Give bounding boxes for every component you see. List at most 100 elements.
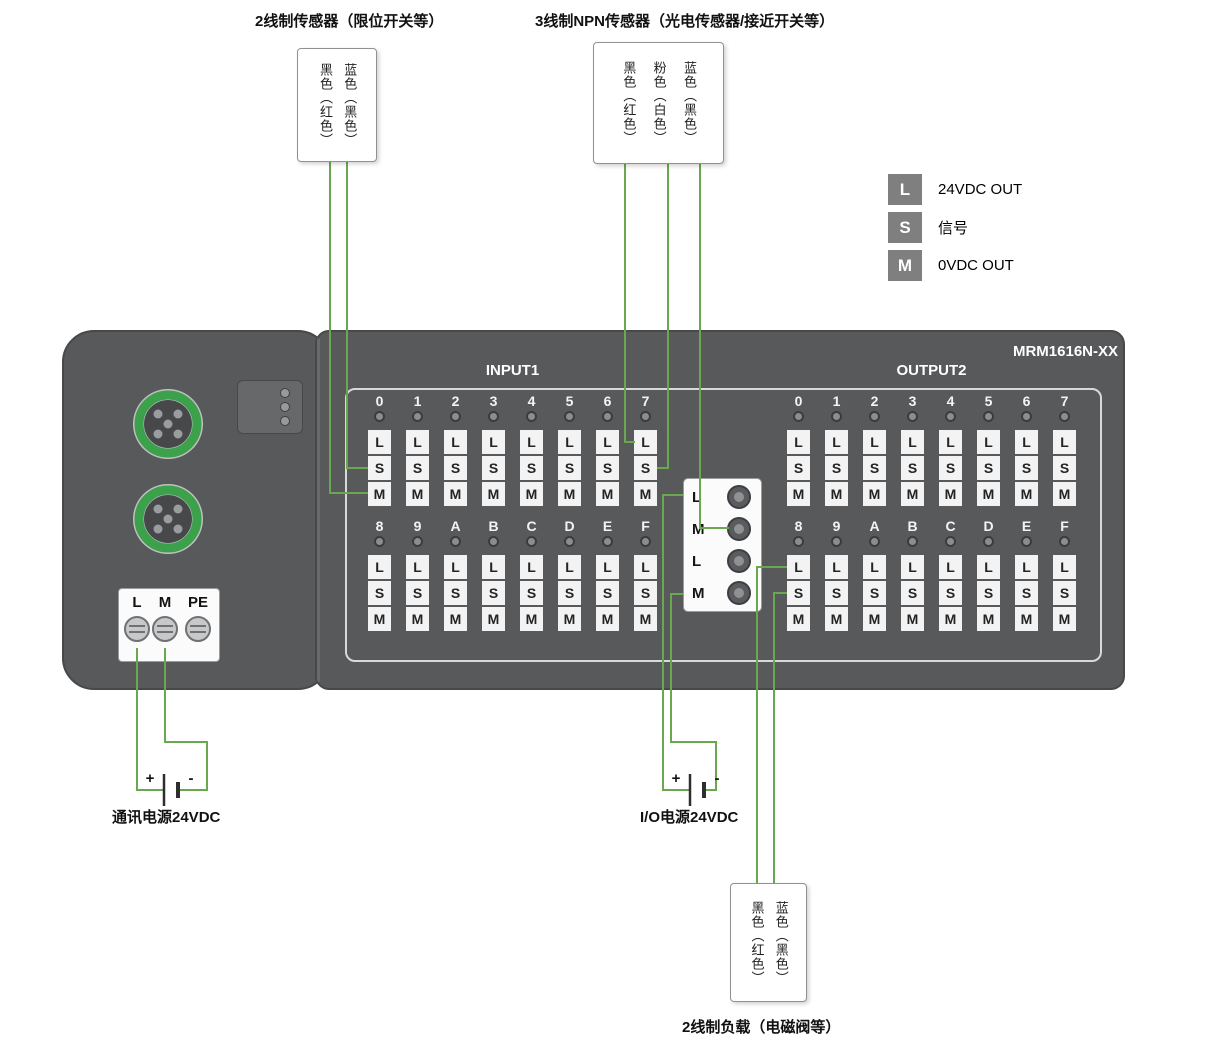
terminal-L: L — [787, 430, 810, 454]
load-title: 2线制负载（电磁阀等） — [682, 1019, 841, 1036]
terminal-L: L — [901, 430, 924, 454]
terminal-S: S — [368, 581, 391, 605]
channel-led-indicator — [564, 411, 575, 422]
terminal-L: L — [977, 555, 1000, 579]
m12-connector-top — [133, 389, 203, 459]
channel-label: 9 — [832, 518, 841, 534]
terminal-L: L — [787, 555, 810, 579]
channel-label: 7 — [641, 393, 650, 409]
channel-label: A — [869, 518, 880, 534]
terminal-L: L — [482, 430, 505, 454]
terminal-M: M — [977, 482, 1000, 506]
power-connector-label-L: L — [692, 488, 702, 506]
terminal-M: M — [596, 482, 619, 506]
terminal-L: L — [863, 430, 886, 454]
terminal-M: M — [520, 482, 543, 506]
channel-label: E — [1021, 518, 1032, 534]
legend-row-L: L 24VDC OUT — [888, 174, 1022, 205]
terminal-L: L — [977, 430, 1000, 454]
terminal-S: S — [939, 456, 962, 480]
channel-label: 7 — [1060, 393, 1069, 409]
channel-led-indicator — [1059, 536, 1070, 547]
sensor2-wire-colors-box: 黑色（红色） 蓝色（黑色） — [297, 48, 377, 162]
channel-label: 3 — [908, 393, 917, 409]
housing-seam — [317, 338, 320, 682]
sensor3-title: 3线制NPN传感器（光电传感器/接近开关等） — [535, 13, 835, 30]
legend-key-L: L — [888, 174, 922, 205]
channel-label: E — [602, 518, 613, 534]
wire-color-label: 黑色（红色） — [318, 63, 333, 147]
terminal-S: S — [787, 581, 810, 605]
comm-power-terminal-block: L M PE — [118, 588, 220, 662]
legend-text-S: 信号 — [938, 220, 969, 237]
terminal-S: S — [444, 581, 467, 605]
terminal-L: L — [939, 555, 962, 579]
terminal-L: L — [444, 555, 467, 579]
power-connector-label-M: M — [692, 520, 705, 538]
power-connector-row: L — [692, 485, 751, 509]
terminal-M: M — [368, 607, 391, 631]
terminal-S: S — [977, 456, 1000, 480]
channel-led-indicator — [831, 411, 842, 422]
channel-led-indicator — [602, 536, 613, 547]
channel-label: 8 — [794, 518, 803, 534]
terminal-S: S — [939, 581, 962, 605]
terminal-L: L — [520, 430, 543, 454]
channel-led-indicator — [869, 536, 880, 547]
channel-label: 6 — [1022, 393, 1031, 409]
wire-color-label: 蓝色（黑色） — [342, 63, 358, 147]
power-connector-row: L — [692, 549, 751, 573]
terminal-L: L — [901, 555, 924, 579]
terminal-S: S — [1015, 456, 1038, 480]
screw-slot — [151, 616, 179, 642]
channel-label: 8 — [375, 518, 384, 534]
terminal-S: S — [406, 456, 429, 480]
channel-led-indicator — [1021, 411, 1032, 422]
channel-led-indicator — [983, 411, 994, 422]
channel-label: B — [488, 518, 499, 534]
channel-led-indicator — [488, 411, 499, 422]
power-connector-row: M — [692, 517, 751, 541]
terminal-L: L — [368, 430, 391, 454]
terminal-M: M — [901, 607, 924, 631]
screw-terminal — [124, 616, 150, 642]
status-dot — [280, 416, 290, 426]
terminal-M: M — [825, 482, 848, 506]
load-wire-colors-box: 黑色（红色） 蓝色（黑色） — [730, 883, 807, 1002]
channel-label: C — [945, 518, 956, 534]
terminal-M: M — [1053, 607, 1076, 631]
terminal-M: M — [939, 607, 962, 631]
terminal-S: S — [368, 456, 391, 480]
comm-terminal-label-M: M — [158, 594, 172, 611]
terminal-L: L — [558, 430, 581, 454]
legend-row-M: M 0VDC OUT — [888, 250, 1022, 281]
terminal-S: S — [482, 456, 505, 480]
channel-label: 1 — [413, 393, 422, 409]
channel-led-indicator — [526, 411, 537, 422]
terminal-M: M — [444, 482, 467, 506]
io-minus-label: - — [715, 770, 720, 787]
terminal-S: S — [558, 581, 581, 605]
terminal-S: S — [825, 581, 848, 605]
io-power-label: I/O电源24VDC — [640, 809, 739, 826]
io-plus-label: + — [672, 770, 681, 787]
channel-led-indicator — [488, 536, 499, 547]
terminal-S: S — [558, 456, 581, 480]
channel-label: 5 — [984, 393, 993, 409]
terminal-L: L — [1053, 430, 1076, 454]
channel-label: 4 — [946, 393, 955, 409]
